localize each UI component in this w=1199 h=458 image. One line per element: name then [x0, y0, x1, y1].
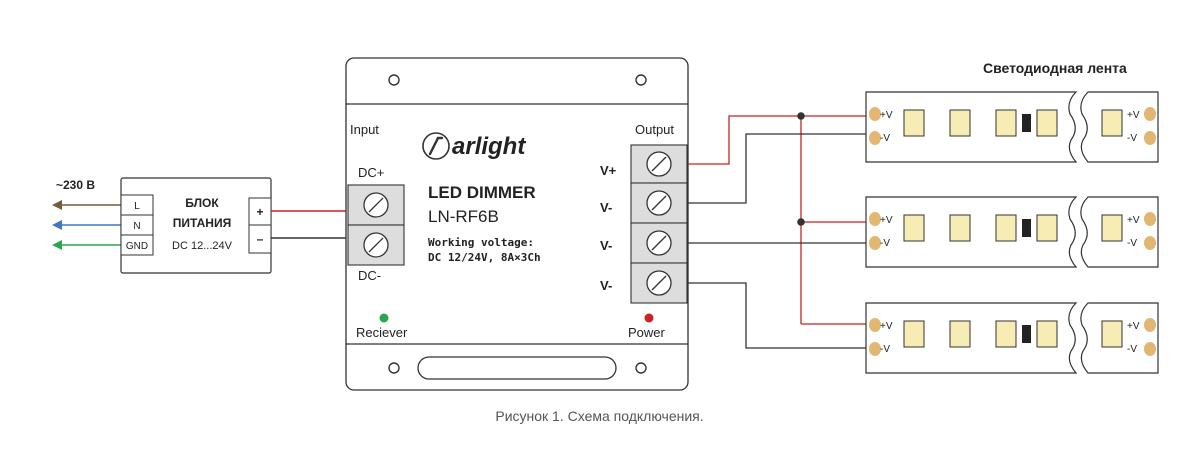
power-led — [644, 313, 654, 323]
psu-title-line2: ПИТАНИЯ — [173, 216, 231, 230]
dimmer-unit: Input Output arlight LED DIMMER LN-RF6B … — [345, 57, 689, 391]
psu-input-gnd: GND — [126, 241, 148, 252]
voltage-value: DC 12/24V, 8A×3Ch — [428, 251, 541, 264]
output-v3-label: V- — [600, 278, 612, 293]
voltage-label: Working voltage: — [428, 236, 534, 249]
mounting-slot — [417, 356, 617, 380]
strip2-plus-label: +V — [880, 215, 893, 226]
psu-input-n: N — [133, 221, 140, 232]
mains-voltage-label: ~230 В — [56, 178, 95, 192]
output-v2-label: V- — [600, 238, 612, 253]
bottom-left-screw-hole — [388, 362, 400, 374]
power-label: Power — [628, 325, 666, 340]
top-left-screw-hole — [388, 74, 400, 86]
strip3-minus-label-right: -V — [1127, 344, 1137, 355]
strip2-minus-label-right: -V — [1127, 238, 1137, 249]
receiver-label: Reciever — [356, 325, 408, 340]
brand-name: arlight — [452, 133, 526, 160]
output-wiring — [688, 115, 870, 349]
arlight-logo: arlight — [422, 132, 526, 160]
input-terminal-block — [347, 184, 405, 266]
output-label: Output — [635, 122, 674, 137]
output-vplus-label: V+ — [600, 163, 617, 178]
strip1-minus-label-right: -V — [1127, 133, 1137, 144]
strip1-plus-label-right: +V — [1127, 110, 1140, 121]
psu-input-l: L — [134, 201, 140, 212]
strip1-plus-label: +V — [880, 110, 893, 121]
led-strip-1 — [865, 91, 1159, 163]
receiver-led — [379, 313, 389, 323]
psu-range: DC 12...24V — [172, 240, 233, 252]
dc-minus-label: DC- — [358, 268, 381, 283]
led-strip-3 — [865, 302, 1159, 374]
model-title: LED DIMMER — [428, 183, 536, 202]
strip1-minus-label: -V — [880, 133, 890, 144]
strips-title: Светодиодная лента — [983, 60, 1127, 76]
strip2-plus-label-right: +V — [1127, 215, 1140, 226]
output-terminal-block — [630, 144, 688, 304]
psu-title-line1: БЛОК — [185, 196, 219, 210]
figure-caption: Рисунок 1. Схема подключения. — [495, 408, 704, 424]
strip3-minus-label: -V — [880, 344, 890, 355]
strip3-plus-label-right: +V — [1127, 321, 1140, 332]
strip2-minus-label: -V — [880, 238, 890, 249]
junction-dot-1 — [797, 112, 805, 120]
junction-dot-2 — [797, 218, 805, 226]
psu-minus: – — [257, 232, 264, 246]
model-name: LN-RF6B — [428, 207, 499, 226]
top-right-screw-hole — [635, 74, 647, 86]
power-supply: L N GND БЛОК ПИТАНИЯ DC 12...24V + – — [120, 177, 272, 274]
psu-plus: + — [256, 205, 263, 219]
output-v1-label: V- — [600, 200, 612, 215]
dc-plus-label: DC+ — [358, 165, 384, 180]
input-label: Input — [350, 122, 379, 137]
bottom-right-screw-hole — [635, 362, 647, 374]
strip-pad-labels: +V -V +V -V +V -V +V -V +V -V +V -V — [880, 110, 1140, 355]
mains-arrows — [52, 200, 122, 250]
strip3-plus-label: +V — [880, 321, 893, 332]
led-strip-2 — [865, 196, 1159, 268]
